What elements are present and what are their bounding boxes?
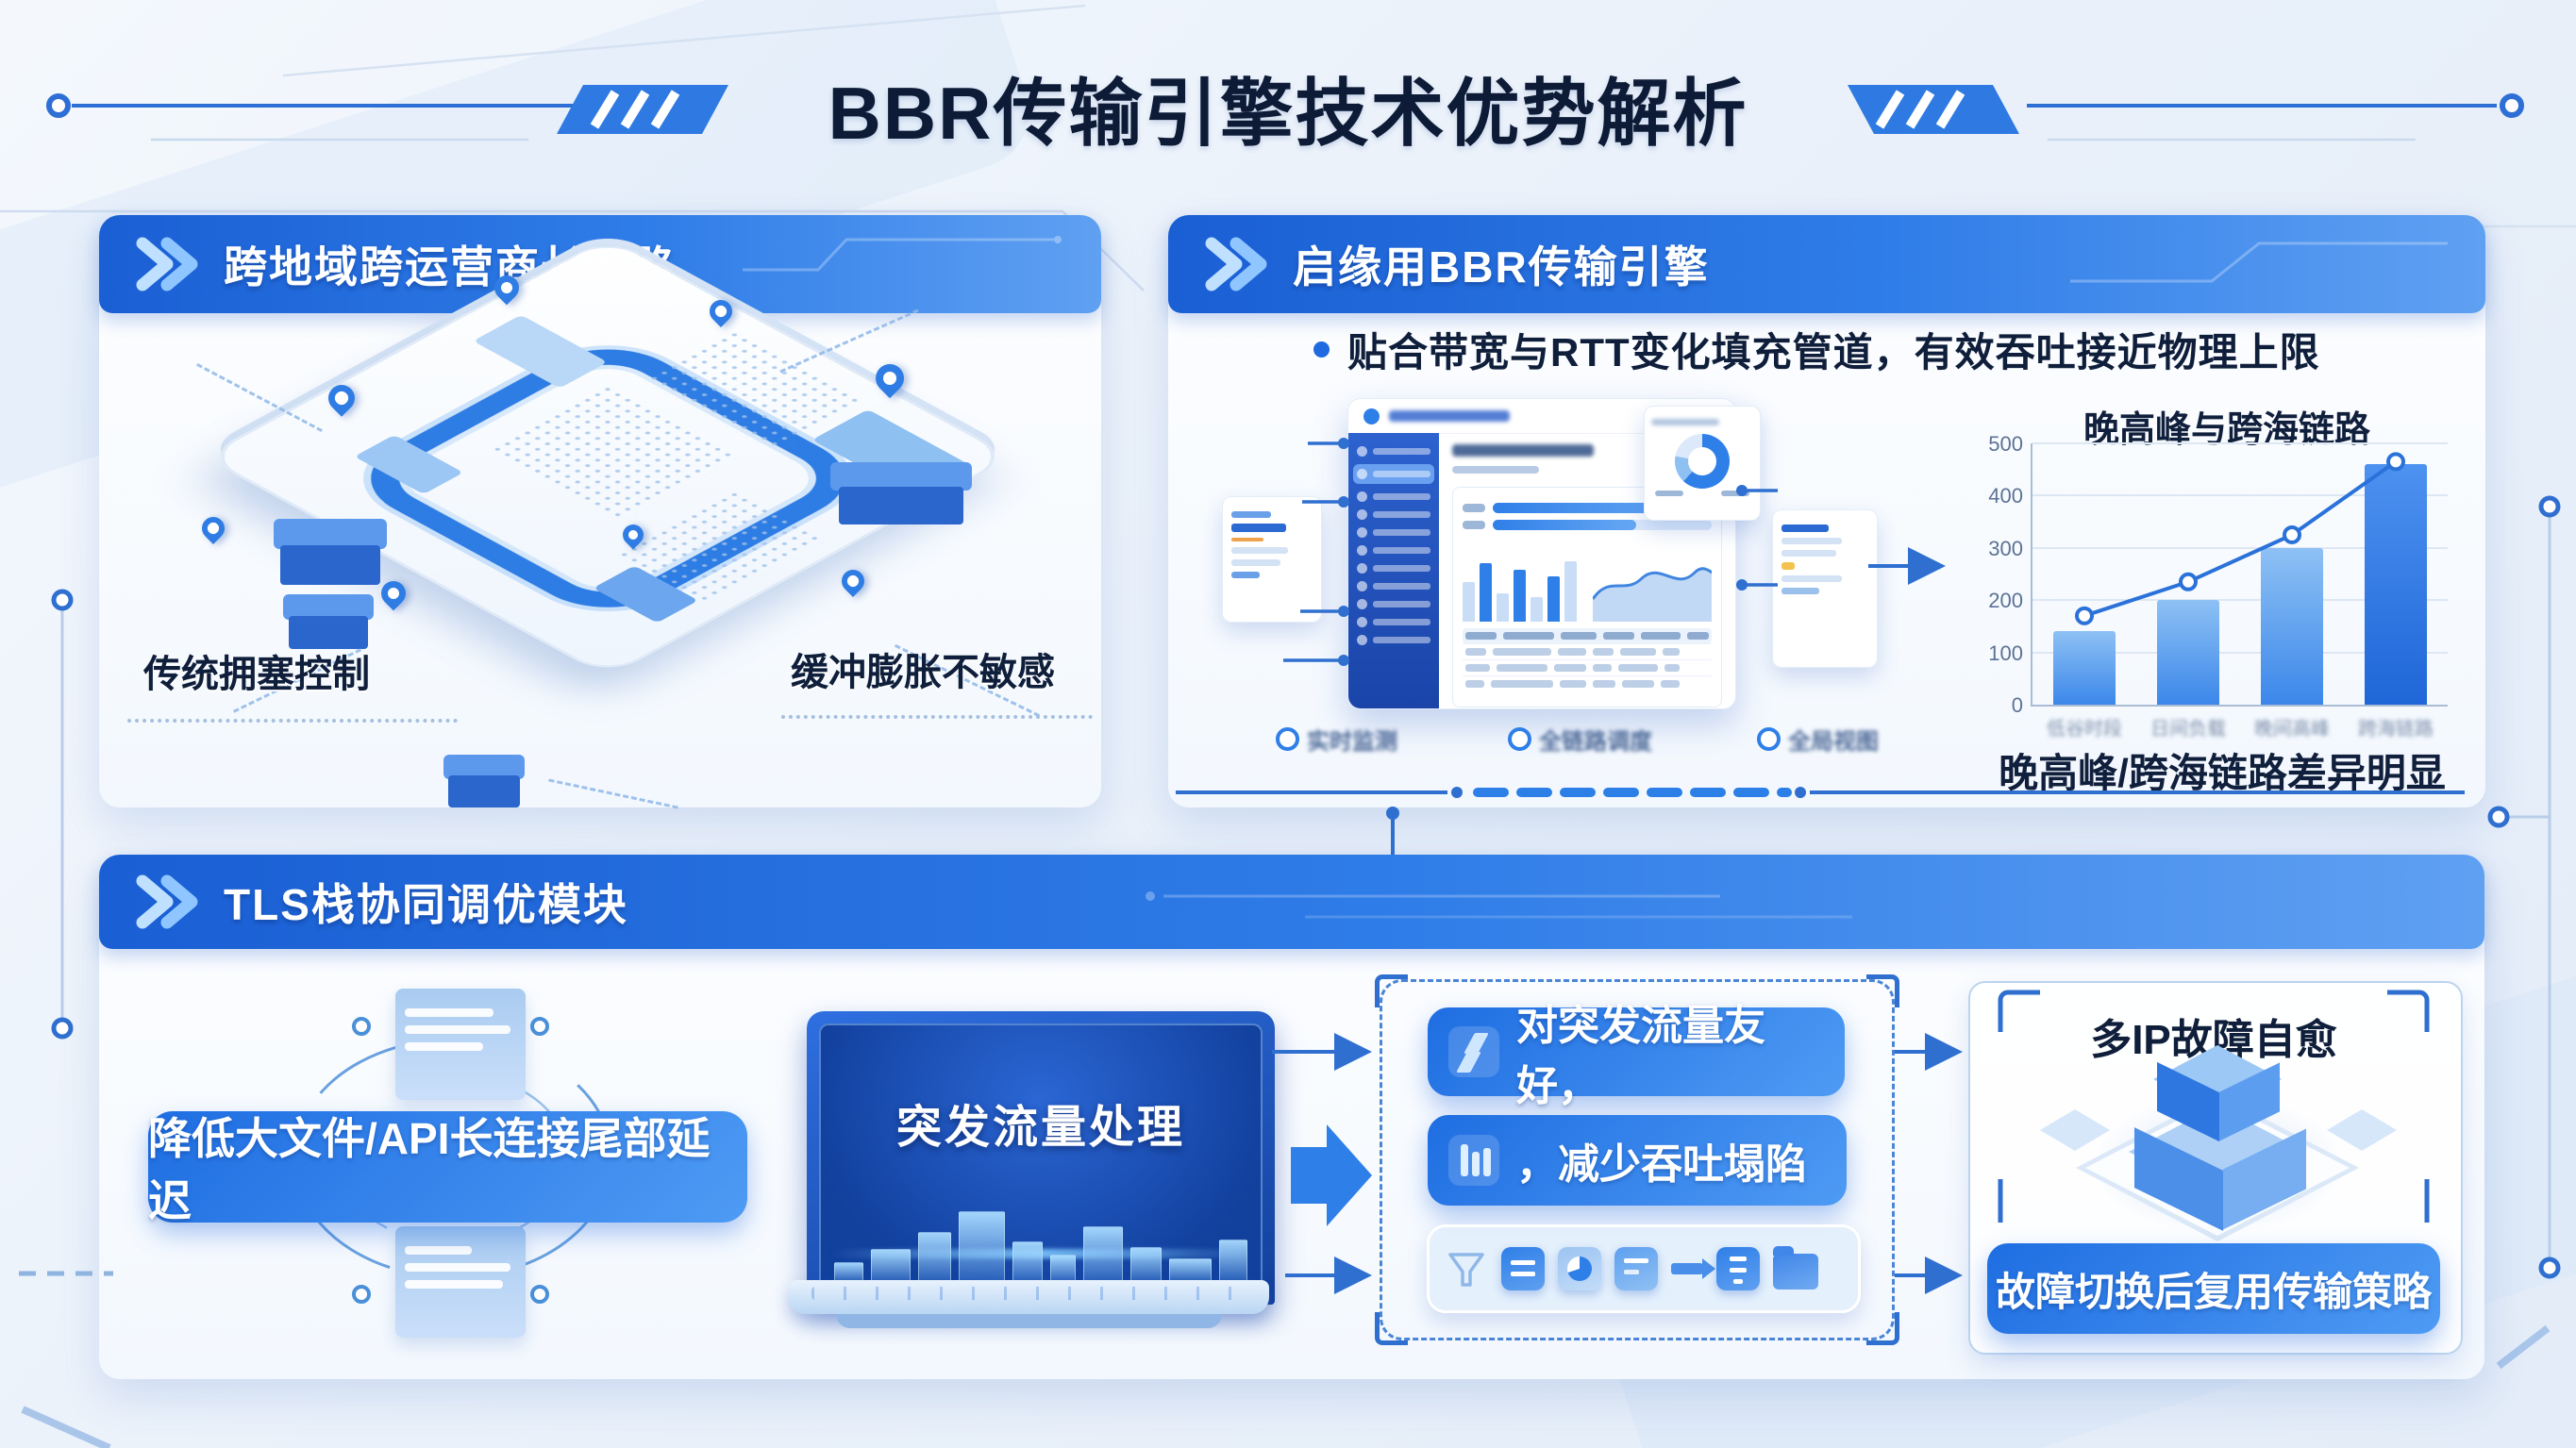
pill-throughput: ，减少吞吐塌陷 — [1428, 1115, 1847, 1206]
arrow-right-icon — [1671, 1258, 1715, 1279]
dashboard-tag: 全局视图 — [1757, 723, 1879, 756]
iso-3d-building — [274, 519, 387, 585]
dashboard-sidebar — [1348, 433, 1439, 708]
panel-bbr-header: 启缘用BBR传输引擎 — [1168, 215, 2485, 313]
panel-tls-header: TLS栈协同调优模块 — [99, 855, 2484, 949]
list-card-mockup — [1222, 496, 1322, 623]
pill-failover-label: 故障切换后复用传输策略 — [1995, 1269, 2432, 1314]
flow-dashed-frame — [1375, 974, 1899, 1345]
traffic-city-bars — [834, 1192, 1247, 1283]
dashboard-content — [1439, 433, 1735, 708]
double-chevron-icon — [136, 874, 198, 929]
ring-icon — [1757, 727, 1781, 751]
pill-tail-latency-label: 降低大文件/API长连接尾部延迟 — [148, 1114, 711, 1225]
chart-caption: 晚高峰/跨海链路差异明显 — [1999, 751, 2446, 795]
header-circuit-decoration — [743, 236, 1062, 272]
pie-chart-icon — [1558, 1247, 1601, 1290]
dashboard-topbar — [1348, 399, 1735, 434]
double-chevron-icon — [1205, 237, 1267, 291]
logo-dot-icon — [1363, 408, 1380, 424]
mini-table — [1463, 628, 1712, 691]
laptop-mockup: 突发流量处理 — [807, 1011, 1275, 1305]
document-card-icon — [395, 989, 526, 1100]
bar-chart-icon — [1448, 1135, 1499, 1186]
mini-wave-chart — [1593, 567, 1712, 622]
double-chevron-icon — [136, 237, 198, 291]
ring-icon — [1508, 727, 1531, 751]
funnel-icon — [1448, 1253, 1484, 1287]
iso-3d-building — [283, 594, 374, 649]
header-circuit-decoration — [2070, 241, 2448, 283]
header-circuit-decoration — [1146, 891, 1852, 919]
donut-chart — [1675, 434, 1730, 489]
flash-icon — [1448, 1026, 1499, 1077]
pipeline-icon-strip — [1427, 1224, 1861, 1313]
isometric-network-illustration — [170, 235, 1041, 809]
label-traditional-congestion: 传统拥塞控制 — [143, 654, 370, 695]
pill-failover-strategy: 故障切换后复用传输策略 — [1987, 1243, 2440, 1334]
document-card-icon — [395, 1226, 526, 1338]
iso-3d-building — [830, 462, 972, 524]
laptop-screen: 突发流量处理 — [819, 1024, 1263, 1292]
pill-tail-latency: 降低大文件/API长连接尾部延迟 — [148, 1111, 747, 1225]
dashboard-tag: 全链路调度 — [1508, 723, 1652, 756]
bullet-dot — [1313, 341, 1330, 358]
label-buffer-bloat: 缓冲膨胀不敏感 — [791, 652, 1055, 693]
panel-tls-title: TLS栈协同调优模块 — [224, 880, 628, 929]
laptop-base — [789, 1280, 1269, 1314]
ring-icon — [1276, 727, 1299, 751]
pill-burst-label: 对突发流量友好， — [1516, 1003, 1765, 1109]
dashboard-tag: 实时监测 — [1276, 723, 1397, 756]
panel-bbr-title: 启缘用BBR传输引擎 — [1293, 242, 1710, 291]
pill-burst-friendly: 对突发流量友好， — [1428, 1003, 1845, 1109]
server-icon — [1716, 1247, 1760, 1290]
mini-bar-area-chart — [1463, 537, 1712, 622]
side-card-mockup — [1772, 509, 1878, 668]
folder-icon — [1773, 1246, 1818, 1290]
pill-throughput-label: ，减少吞吐塌陷 — [1516, 1141, 1807, 1188]
laptop-title: 突发流量处理 — [895, 1103, 1185, 1153]
bbr-bullet-text: 贴合带宽与RTT变化填充管道，有效吞吐接近物理上限 — [1347, 330, 2320, 374]
donut-chart-card — [1644, 406, 1761, 521]
page-title: BBR传输引擎技术优势解析 — [828, 72, 1748, 155]
document-icon — [1501, 1247, 1545, 1290]
card-icon — [1614, 1247, 1658, 1290]
iso-3d-building — [443, 755, 525, 807]
laptop-lip — [836, 1314, 1222, 1328]
